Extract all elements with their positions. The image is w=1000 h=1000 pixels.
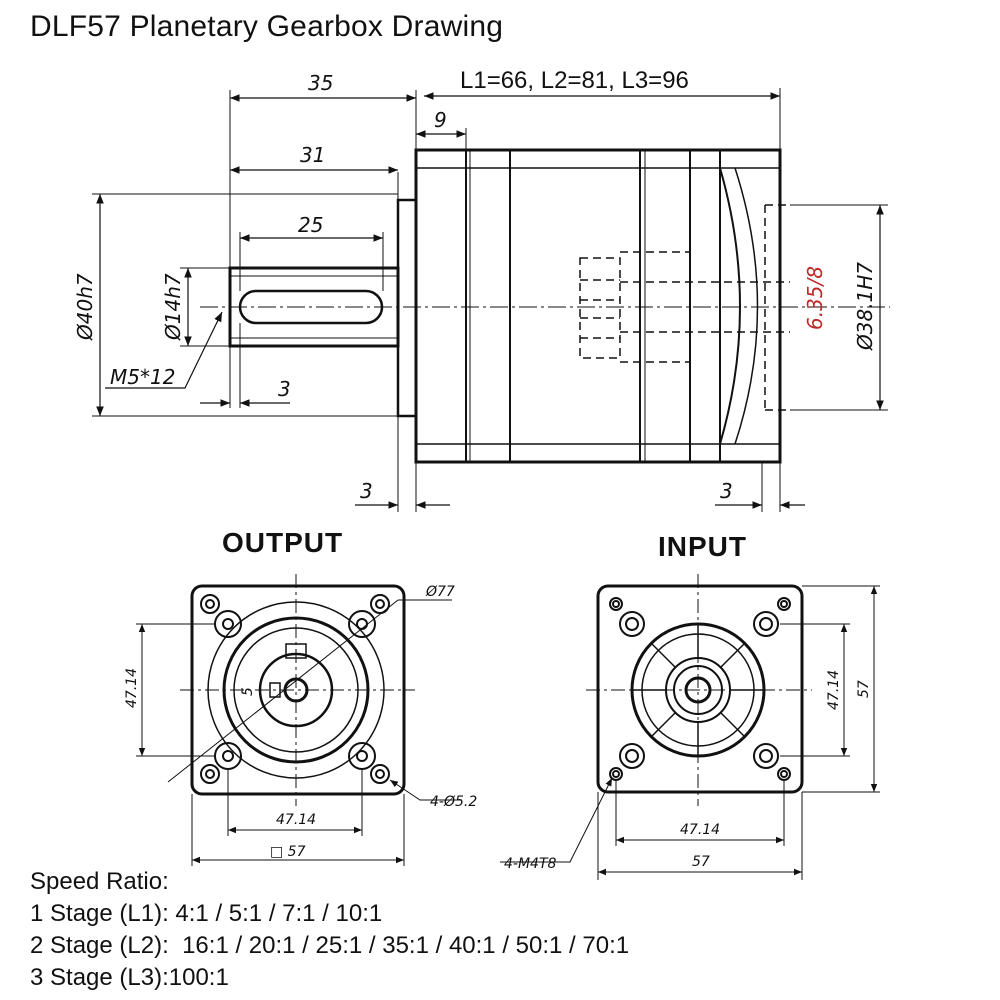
output-v4714: 47.14 bbox=[124, 668, 140, 708]
input-bore-dim: 6.35/8 bbox=[803, 266, 827, 330]
dim-35: 35 bbox=[308, 71, 333, 95]
dim-3-flange: 3 bbox=[360, 479, 373, 503]
speed-ratio-line-3: 3 Stage (L3):100:1 bbox=[30, 964, 229, 991]
output-holes: 4-Ø5.2 bbox=[430, 794, 477, 810]
dim-3-key: 3 bbox=[278, 377, 291, 401]
input-v4714: 47.14 bbox=[826, 670, 842, 710]
dim-9: 9 bbox=[434, 108, 447, 132]
input-flange bbox=[596, 584, 804, 794]
output-sq57: □ 57 bbox=[270, 844, 306, 860]
speed-ratio-line-1: 1 Stage (L1): 4:1 / 5:1 / 7:1 / 10:1 bbox=[30, 900, 383, 927]
dim-31: 31 bbox=[300, 143, 325, 167]
output-key-dim: 5 bbox=[240, 687, 256, 696]
dim-dia38: Ø38.1H7 bbox=[853, 262, 877, 351]
output-view bbox=[136, 574, 462, 866]
speed-ratio-heading: Speed Ratio: bbox=[30, 868, 169, 895]
key-slot bbox=[238, 289, 384, 325]
dim-dia14: Ø14h7 bbox=[161, 273, 185, 341]
input-h4714: 47.14 bbox=[680, 822, 720, 838]
dim-dia40: Ø40h7 bbox=[73, 273, 97, 341]
drawing-title: DLF57 Planetary Gearbox Drawing bbox=[30, 10, 504, 43]
output-dia77: Ø77 bbox=[425, 584, 455, 600]
length-note: L1=66, L2=81, L3=96 bbox=[460, 67, 689, 94]
thread-note: M5*12 bbox=[110, 365, 175, 389]
output-shaft bbox=[228, 266, 400, 348]
input-holes: 4-M4T8 bbox=[504, 856, 556, 872]
dim-3-input: 3 bbox=[720, 479, 733, 503]
speed-ratio-line-2: 2 Stage (L2): 16:1 / 20:1 / 25:1 / 35:1 … bbox=[30, 932, 630, 959]
input-label: INPUT bbox=[658, 531, 747, 562]
output-label: OUTPUT bbox=[222, 527, 343, 558]
input-h57: 57 bbox=[692, 854, 710, 870]
output-h4714: 47.14 bbox=[276, 812, 316, 828]
input-view bbox=[500, 574, 880, 880]
side-view bbox=[92, 88, 890, 512]
input-v57: 57 bbox=[856, 680, 872, 698]
dim-25: 25 bbox=[298, 213, 323, 237]
gearbox-housing bbox=[414, 148, 782, 464]
